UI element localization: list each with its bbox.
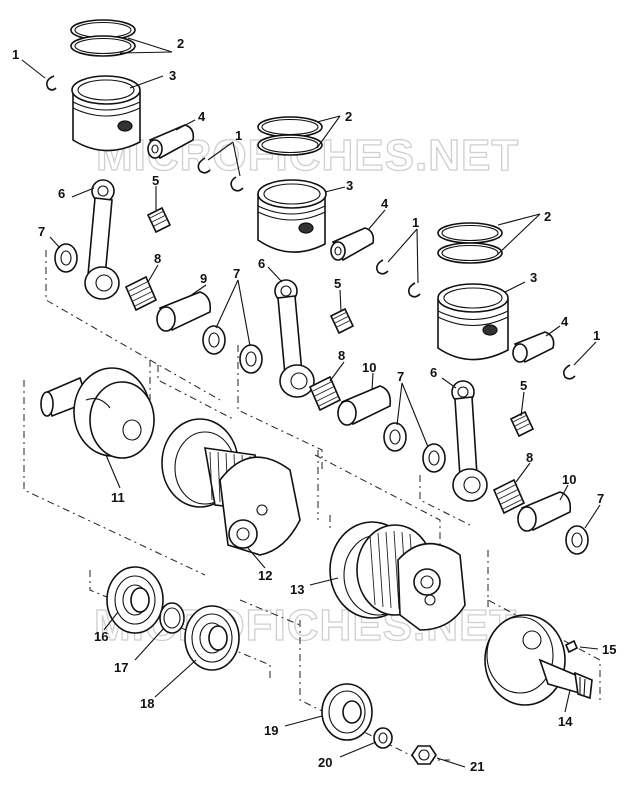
- callout-2: 2: [177, 36, 184, 51]
- callout-17: 17: [114, 660, 128, 675]
- connecting-rod-b: [274, 279, 315, 398]
- callout-6: 6: [258, 256, 265, 271]
- thrust-washer-a2: [202, 325, 263, 374]
- callout-7: 7: [38, 224, 45, 239]
- ball-bearing-16: [106, 566, 164, 634]
- callout-9: 9: [200, 271, 207, 286]
- callout-11: 11: [111, 490, 125, 505]
- callout-labels: 1 2 3 4 1 2 5 6 3 7 4 1 2 8 9 7 6 5 3 4 …: [12, 36, 616, 774]
- thrust-washer-a1: [54, 243, 78, 273]
- callout-7: 7: [597, 491, 604, 506]
- small-needle-bearing-b: [329, 307, 355, 335]
- piston-c: [437, 283, 509, 361]
- callout-1: 1: [412, 215, 419, 230]
- callout-5: 5: [152, 173, 159, 188]
- callout-2: 2: [345, 109, 352, 124]
- callout-1: 1: [593, 328, 600, 343]
- callout-14: 14: [558, 714, 573, 729]
- callout-2: 2: [544, 209, 551, 224]
- connecting-rod-c: [451, 380, 488, 502]
- callout-3: 3: [530, 270, 537, 285]
- callout-12: 12: [258, 568, 272, 583]
- callout-3: 3: [346, 178, 353, 193]
- ball-bearing-19: [321, 683, 373, 741]
- callout-4: 4: [561, 314, 569, 329]
- piston-b: [257, 179, 327, 253]
- key-15: [564, 639, 579, 654]
- callout-18: 18: [140, 696, 154, 711]
- thrust-washer-c: [565, 525, 589, 555]
- washer-20: [373, 727, 393, 749]
- piston-ring-set-a: [70, 19, 136, 57]
- callout-5: 5: [520, 378, 527, 393]
- snap-ring-b: [376, 259, 421, 298]
- callout-8: 8: [154, 251, 161, 266]
- crank-pin-10a: [337, 385, 392, 426]
- crank-needle-bearing-a: [124, 275, 158, 312]
- crank-needle-bearing-c: [492, 478, 526, 515]
- callout-10: 10: [562, 472, 576, 487]
- callout-8: 8: [338, 348, 345, 363]
- snap-ring-c: [563, 364, 576, 380]
- callout-5: 5: [334, 276, 341, 291]
- wrist-pin-c: [512, 331, 555, 364]
- callout-4: 4: [381, 196, 389, 211]
- crank-center-13: [329, 521, 466, 631]
- snap-ring-a2: [197, 157, 244, 192]
- piston-ring-set-c: [437, 222, 503, 264]
- connecting-rod-a: [84, 179, 120, 300]
- thrust-washer-b: [383, 422, 446, 473]
- crank-half-14: [484, 614, 593, 706]
- crank-pin-10b: [517, 491, 572, 532]
- callout-20: 20: [318, 755, 332, 770]
- crank-pin-9: [156, 291, 212, 332]
- piston-a: [71, 75, 141, 152]
- piston-ring-set-b: [257, 116, 323, 156]
- callout-6: 6: [58, 186, 65, 201]
- callout-4: 4: [198, 109, 206, 124]
- callout-7: 7: [397, 369, 404, 384]
- callout-13: 13: [290, 582, 304, 597]
- callout-15: 15: [602, 642, 616, 657]
- nut-21: [411, 745, 437, 765]
- small-needle-bearing-c: [509, 410, 535, 438]
- crank-needle-bearing-b: [308, 375, 342, 412]
- ball-bearing-18: [184, 605, 240, 671]
- crank-center-12: [161, 418, 301, 556]
- callout-8: 8: [526, 450, 533, 465]
- callout-7: 7: [233, 266, 240, 281]
- callout-1: 1: [12, 47, 19, 62]
- callout-10: 10: [362, 360, 376, 375]
- wrist-pin-b: [330, 227, 375, 262]
- callout-19: 19: [264, 723, 278, 738]
- small-needle-bearing-a: [146, 206, 172, 234]
- crank-half-11: [40, 367, 155, 459]
- callout-16: 16: [94, 629, 108, 644]
- callout-1: 1: [235, 128, 242, 143]
- oil-seal-17: [159, 602, 185, 634]
- callout-6: 6: [430, 365, 437, 380]
- callout-3: 3: [169, 68, 176, 83]
- leader-lines: [21, 37, 601, 768]
- snap-ring-a1: [46, 75, 57, 91]
- callout-21: 21: [470, 759, 484, 774]
